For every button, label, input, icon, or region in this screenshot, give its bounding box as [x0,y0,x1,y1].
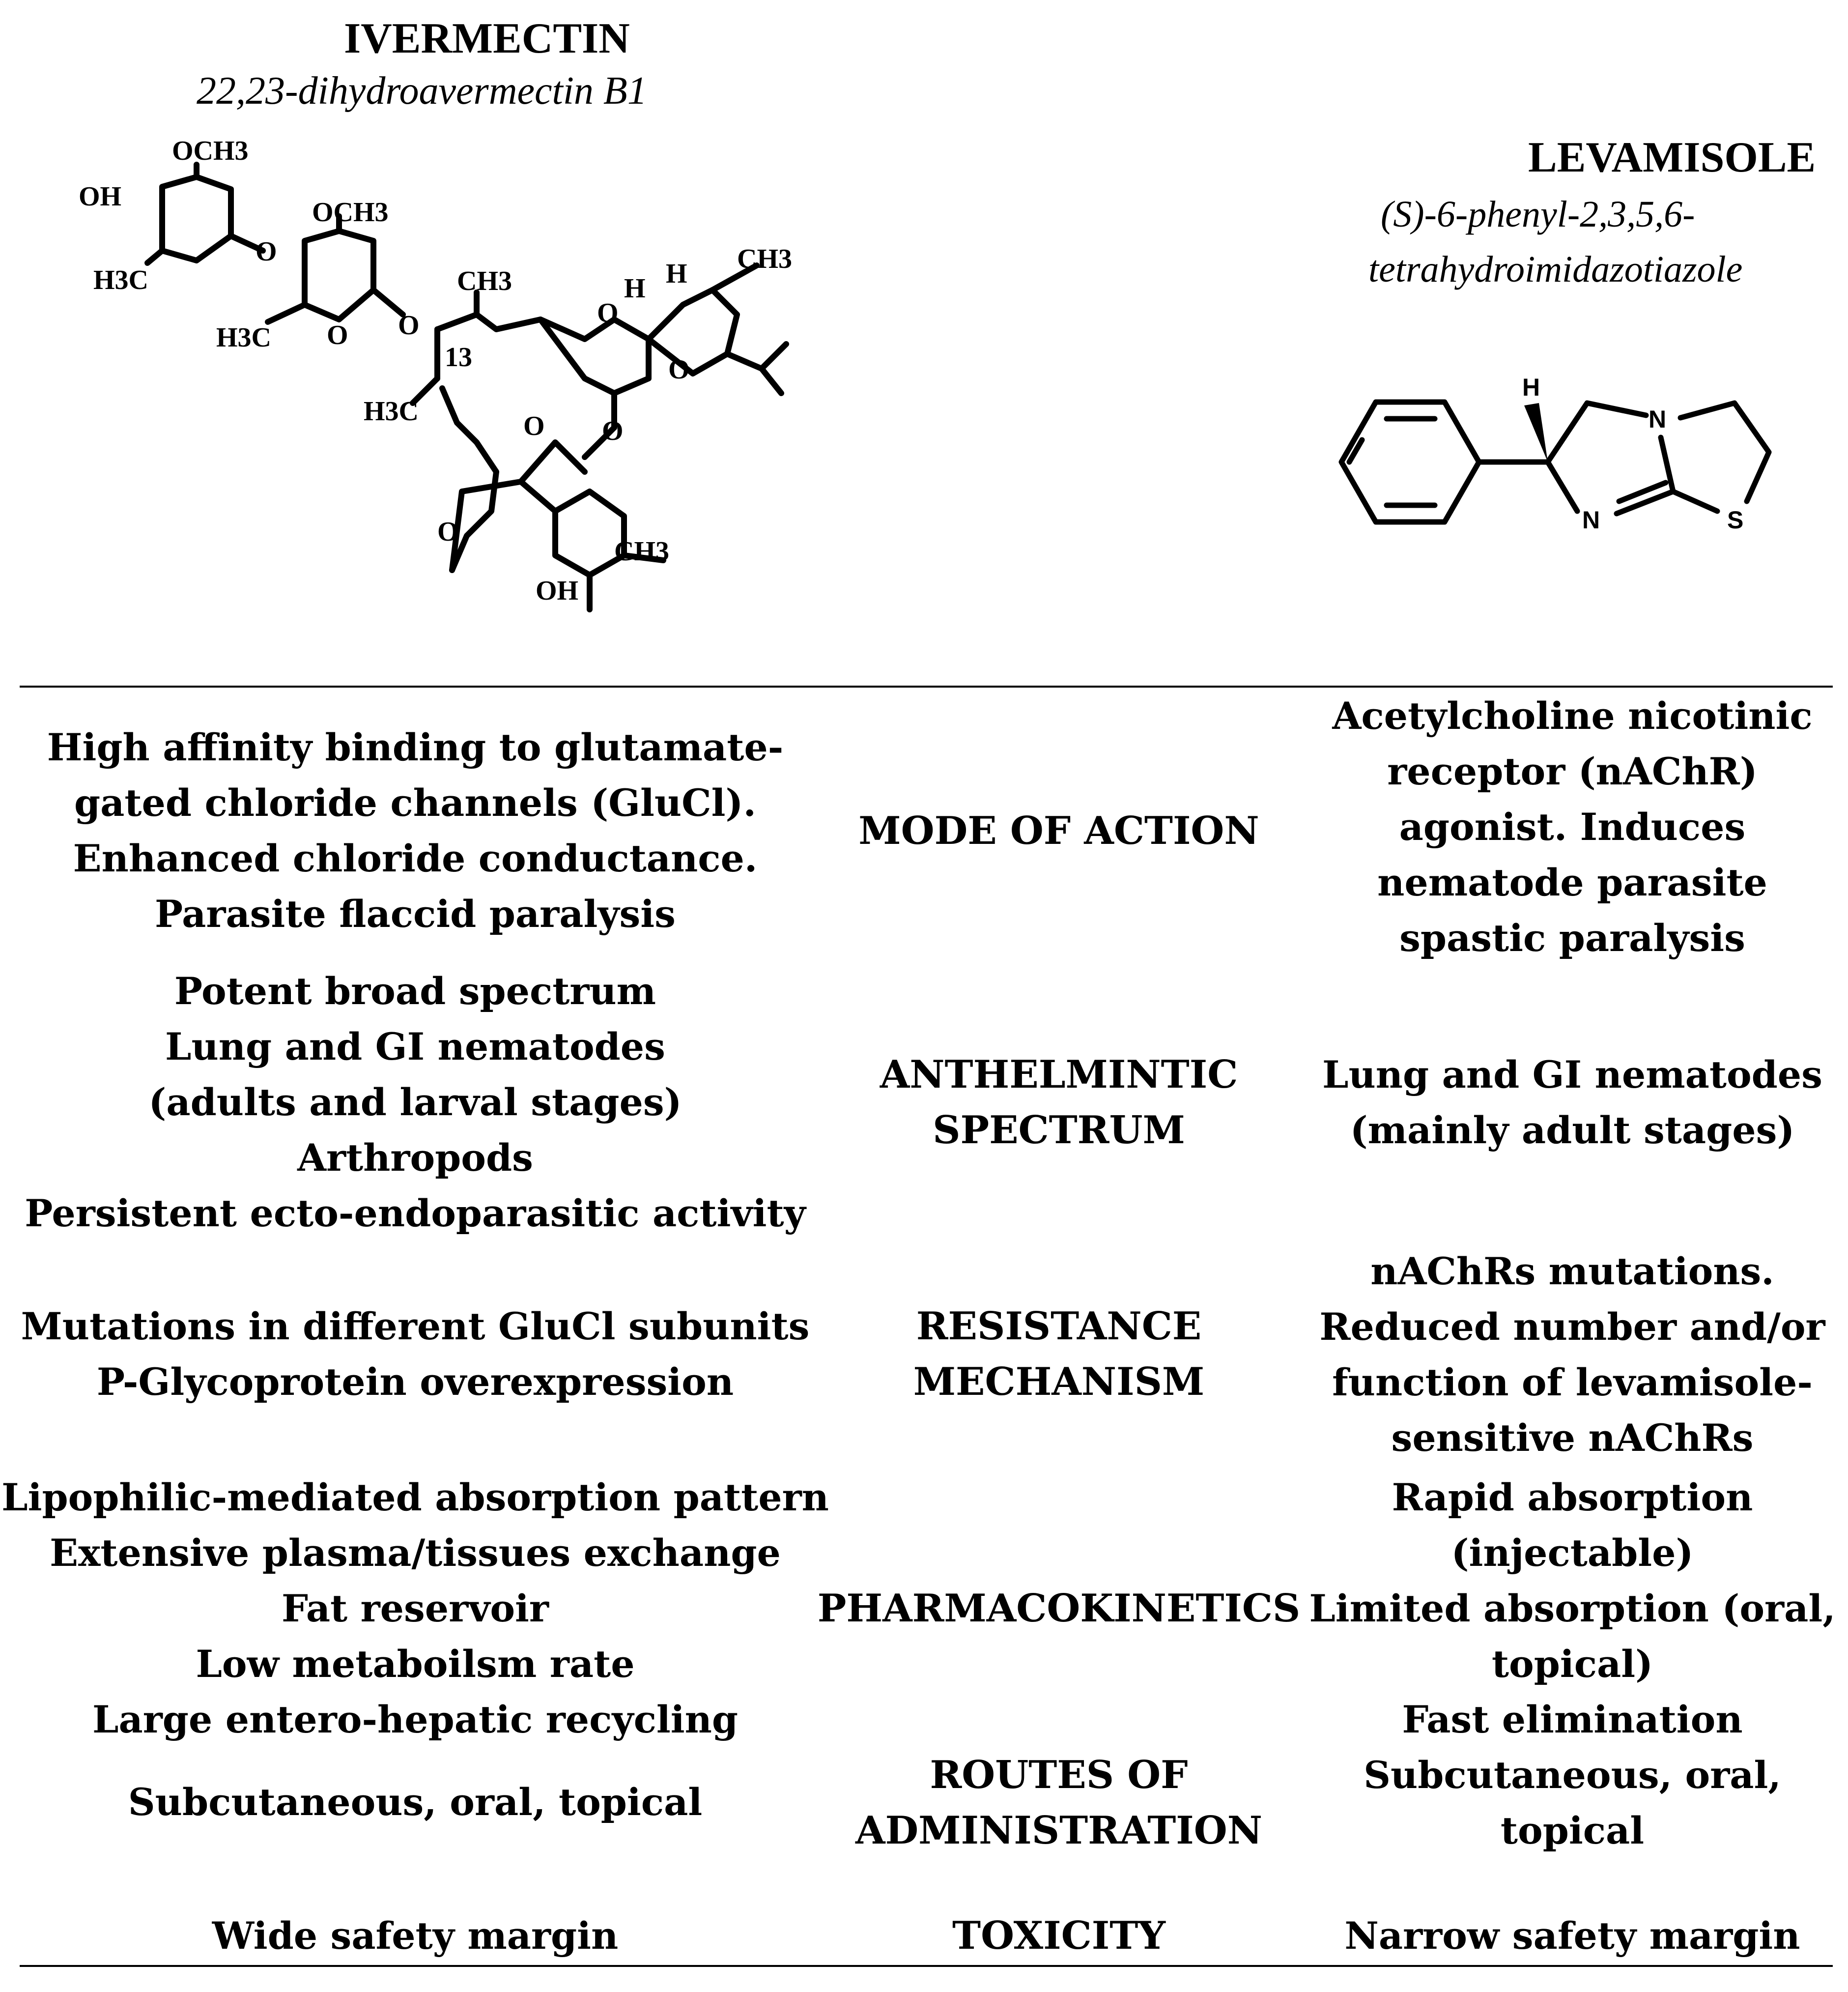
row-mode-of-action-levamisole: Acetylcholine nicotinic receptor (nAChR)… [1332,694,1813,960]
lev-label-s: S [1727,506,1743,534]
iver-label-o-a: O [256,236,277,267]
row-toxicity-ivermectin: Wide safety margin [212,1914,619,1958]
iver-label-h3c-a: H3C [93,265,148,295]
iver-label-o-est: O [602,416,624,446]
lev-label-n-top: N [1649,405,1666,433]
row-pharmacokinetics-ivermectin: Lipophilic-mediated absorption pattern E… [1,1475,829,1741]
row-routes-property: ROUTES OF ADMINISTRATION [855,1753,1262,1853]
lev-label-h: H [1522,374,1540,401]
row-resistance-mechanism-ivermectin: Mutations in different GluCl subunits P-… [21,1304,810,1404]
row-mode-of-action-property: MODE OF ACTION [858,808,1259,853]
iver-label-h-sp2: H [666,259,687,289]
ivermectin-structure: OCH3 OH H3C O OCH3 H3C O O CH3 13 H3C O … [79,136,792,612]
row-pharmacokinetics-property: PHARMACOKINETICS [817,1586,1301,1631]
iver-label-och3-b: OCH3 [312,197,389,228]
row-toxicity-property: TOXICITY [952,1913,1166,1958]
iver-label-ch3-bot: CH3 [614,536,669,567]
iver-label-c13: 13 [445,342,472,373]
iver-label-o-fur: O [437,517,459,547]
iver-label-och3-a: OCH3 [172,136,249,166]
row-routes-ivermectin: Subcutaneous, oral, topical [128,1780,703,1824]
row-mode-of-action-ivermectin: High affinity binding to glutamate- gate… [47,725,784,936]
iver-label-h3c-b: H3C [216,322,271,353]
iver-label-ch3-sp: CH3 [737,244,792,274]
iver-label-oh-bot: OH [536,576,578,606]
row-anthelmintic-spectrum-ivermectin: Potent broad spectrum Lung and GI nemato… [25,969,806,1235]
row-anthelmintic-spectrum-property: ANTHELMINTIC SPECTRUM [880,1052,1238,1153]
ivermectin-iupac: 22,23-dihydroavermectin B1 [197,69,647,113]
ivermectin-name: IVERMECTIN [344,15,630,62]
iver-label-oh-left: OH [79,181,121,212]
iver-label-h-sp1: H [624,273,646,304]
levamisole-iupac-line2: tetrahydroimidazotiazole [1368,249,1743,290]
levamisole-name: LEVAMISOLE [1528,134,1816,181]
iver-label-o-link: O [398,310,420,341]
row-toxicity-levamisole: Narrow safety margin [1344,1914,1800,1958]
lev-label-n-bot: N [1582,506,1600,534]
iver-label-h3c-c: H3C [364,396,419,427]
iver-label-o-b: O [327,320,348,350]
iver-label-o-carb: O [523,411,545,441]
levamisole-structure: H N N S [1338,374,1772,534]
table-top-rule [20,686,1833,688]
iver-label-ch3-top: CH3 [457,266,512,296]
levamisole-iupac-line1: (S)-6-phenyl-2,3,5,6- [1381,194,1695,235]
row-anthelmintic-spectrum-levamisole: Lung and GI nematodes (mainly adult stag… [1322,1053,1822,1152]
row-routes-levamisole: Subcutaneous, oral, topical [1364,1753,1781,1852]
row-resistance-mechanism-property: RESISTANCE MECHANISM [913,1304,1205,1404]
iver-label-o-sp1: O [597,298,619,328]
iver-label-o-sp2: O [668,354,690,385]
table-bottom-rule [20,1965,1833,1967]
row-pharmacokinetics-levamisole: Rapid absorption (injectable) Limited ab… [1309,1475,1836,1741]
row-resistance-mechanism-levamisole: nAChRs mutations. Reduced number and/or … [1319,1249,1825,1460]
